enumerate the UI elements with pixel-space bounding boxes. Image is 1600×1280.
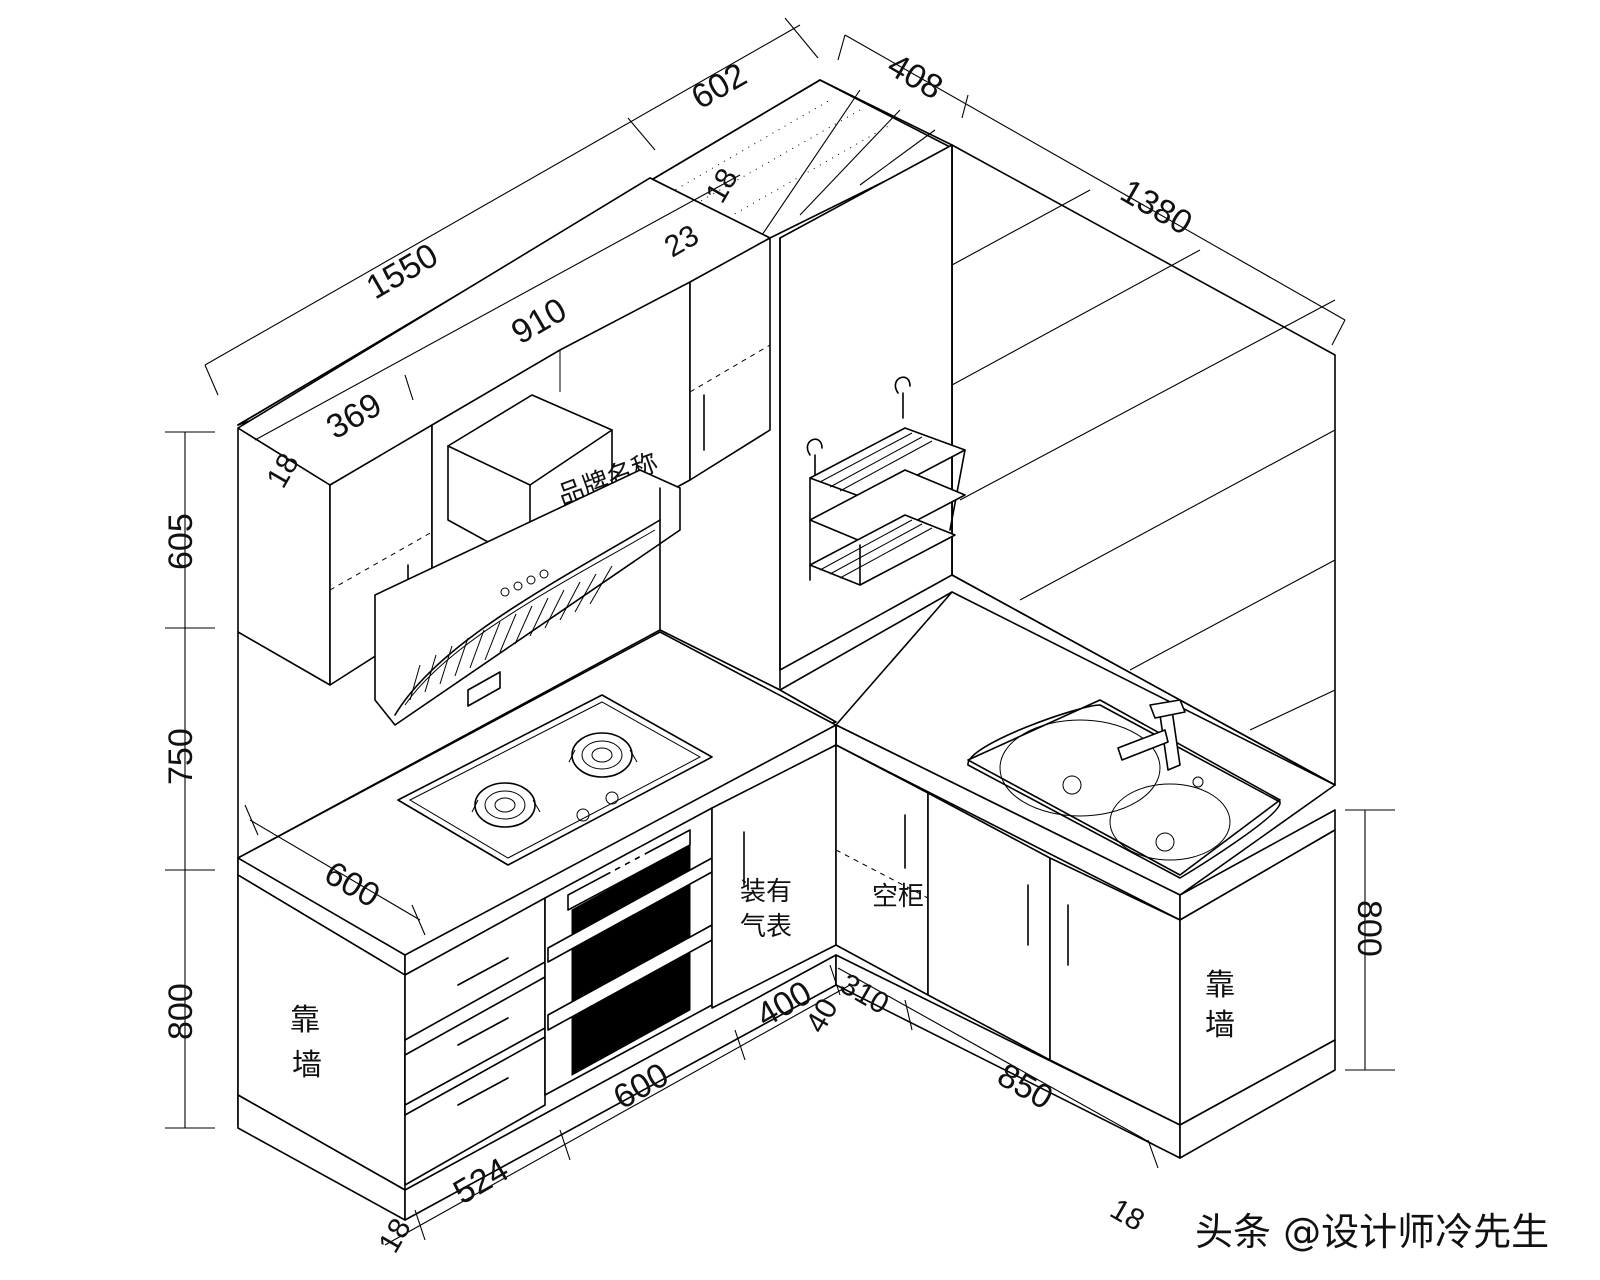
dim-800-left: 800 — [162, 983, 200, 1040]
label-gas-meter-1: 装有 — [740, 877, 792, 907]
dim-1550: 1550 — [360, 236, 445, 307]
burner-right — [568, 732, 638, 778]
label-wall-left-2: 墙 — [292, 1048, 322, 1083]
double-sink — [967, 699, 1281, 879]
dim-750: 750 — [162, 728, 200, 785]
watermark: 头条 @设计师冷先生 — [1195, 1210, 1549, 1254]
lower-cabinets-right — [835, 744, 1336, 1159]
drain-right — [1155, 832, 1175, 852]
label-wall-right-2: 墙 — [1205, 1008, 1235, 1043]
label-wall-right-1: 靠 — [1205, 968, 1235, 1003]
knob-right — [605, 791, 619, 805]
oven-controls — [609, 852, 645, 873]
gas-hob — [397, 694, 713, 866]
drain-left — [1062, 775, 1082, 795]
dim-605: 605 — [162, 513, 200, 570]
range-hood: 品牌名称 — [374, 394, 681, 726]
dim-18-right: 18 — [1105, 1192, 1150, 1237]
cabinet-labels: 靠 墙 装有 气表 空柜 靠 墙 — [290, 877, 1235, 1083]
hanging-rack — [806, 376, 966, 586]
dim-1380: 1380 — [1114, 172, 1199, 243]
lower-cabinets-left — [237, 744, 837, 1221]
label-empty-cabinet: 空柜 — [872, 882, 924, 912]
knob-left — [576, 808, 590, 822]
dim-800-right: 800 — [1350, 900, 1388, 957]
burner-left — [471, 782, 541, 828]
label-gas-meter-2: 气表 — [740, 912, 792, 942]
label-wall-left-1: 靠 — [290, 1003, 320, 1038]
dimension-lines — [165, 17, 1395, 1246]
hood-grille — [409, 565, 613, 701]
dim-408: 408 — [881, 46, 949, 107]
faucet — [1117, 699, 1186, 771]
dim-18-base: 18 — [372, 1213, 417, 1258]
dim-602: 602 — [685, 56, 753, 117]
